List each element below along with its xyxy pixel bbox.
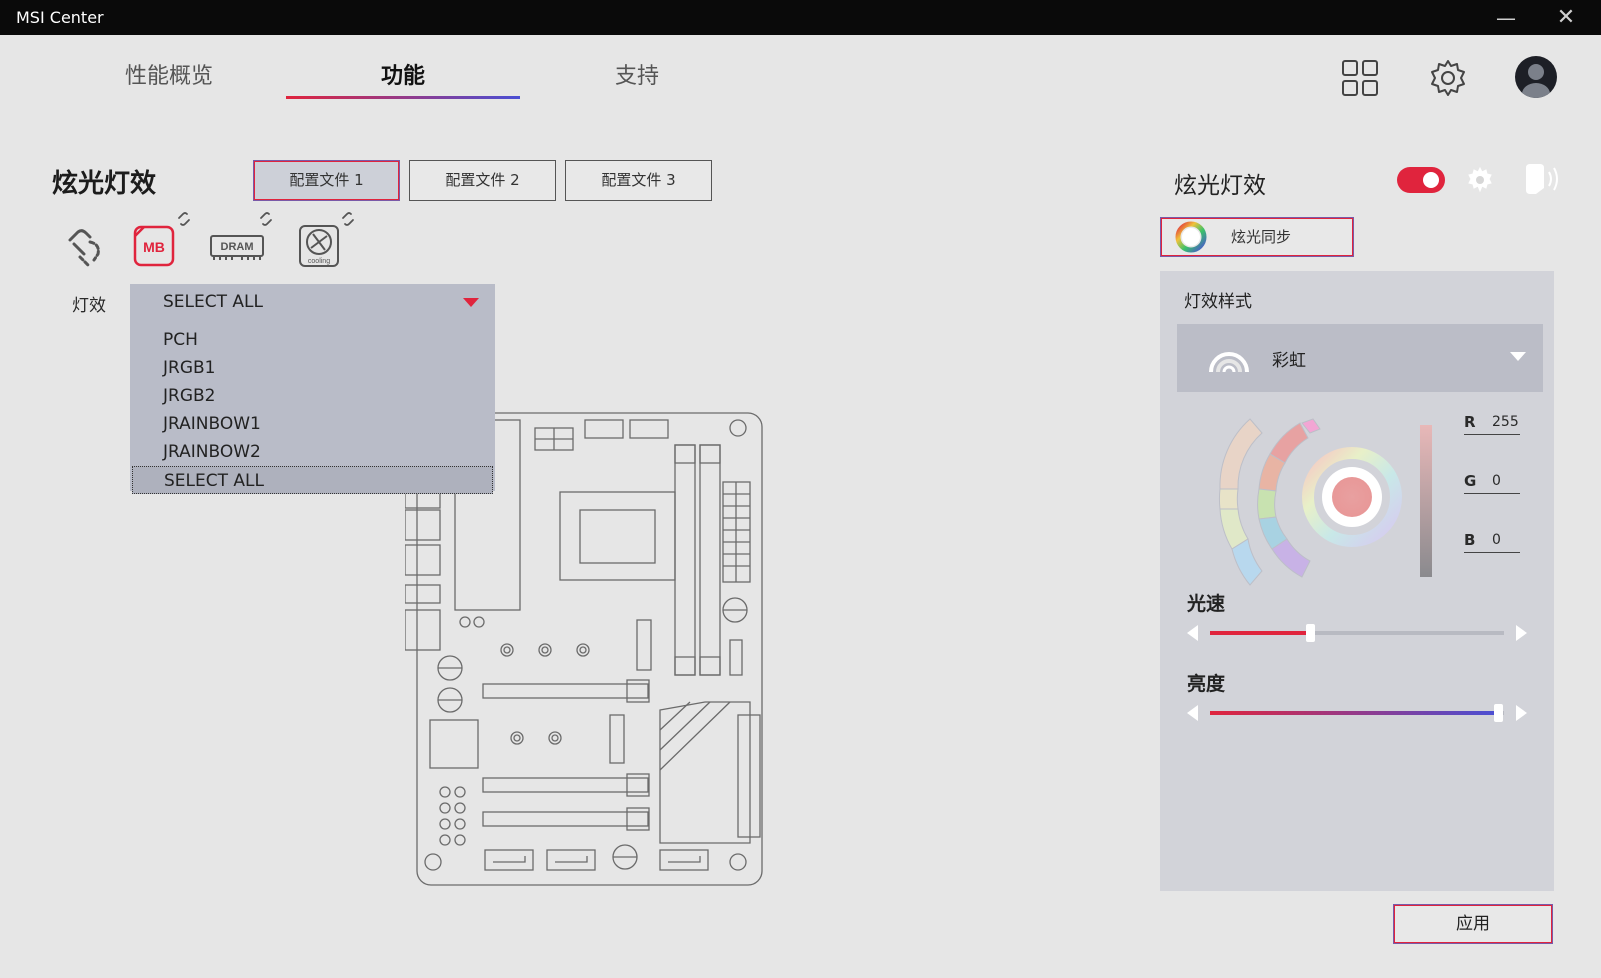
mystic-light-sync-button[interactable]: 炫光同步 [1160, 217, 1354, 257]
sync-label: 炫光同步 [1231, 228, 1292, 246]
r-value: 255 [1492, 414, 1519, 430]
section-title: 炫光灯效 [52, 169, 157, 199]
profile-3-button[interactable]: 配置文件 3 [565, 160, 712, 201]
lighting-settings-gear-icon[interactable] [1466, 166, 1494, 194]
chevron-down-icon [463, 298, 479, 307]
effect-style-value: 彩虹 [1272, 351, 1306, 371]
g-value: 0 [1492, 473, 1501, 489]
brightness-thumb[interactable] [1494, 704, 1503, 722]
lighting-panel-title: 炫光灯效 [1174, 173, 1266, 199]
close-button[interactable]: ✕ [1556, 5, 1576, 30]
brightness-slider[interactable] [1187, 701, 1527, 725]
color-picker[interactable] [1210, 409, 1450, 589]
red-value-field[interactable]: R 255 [1464, 413, 1520, 435]
link-icon[interactable] [338, 210, 358, 230]
dropdown-option-pch[interactable]: PCH [163, 330, 198, 350]
effect-settings-panel: 灯效样式 彩虹 [1160, 271, 1554, 891]
dropdown-option-jrainbow1[interactable]: JRAINBOW1 [163, 414, 261, 434]
window-title: MSI Center [16, 8, 104, 27]
gear-icon[interactable] [1428, 58, 1468, 98]
dropdown-option-jrgb2[interactable]: JRGB2 [163, 386, 216, 406]
grid-icon[interactable] [1340, 58, 1380, 98]
cooling-label: cooling [308, 258, 330, 265]
zone-dropdown-list: PCH JRGB1 JRGB2 JRAINBOW1 JRAINBOW2 SELE… [130, 321, 495, 494]
user-avatar[interactable] [1515, 56, 1557, 98]
active-tab-indicator [286, 96, 520, 99]
brightness-track[interactable] [1210, 704, 1504, 722]
effect-style-select[interactable]: 彩虹 [1177, 324, 1543, 392]
speed-decrease-icon[interactable] [1187, 625, 1198, 641]
dram-icon[interactable]: DRAM [208, 222, 266, 272]
dram-label: DRAM [221, 241, 254, 253]
b-value: 0 [1492, 532, 1501, 548]
effect-label: 灯效 [72, 296, 106, 316]
brightness-increase-icon[interactable] [1516, 705, 1527, 721]
brightness-fill [1210, 711, 1498, 715]
g-label: G [1464, 472, 1477, 490]
tab-support[interactable]: 支持 [614, 64, 659, 89]
lighting-toggle[interactable] [1397, 167, 1445, 193]
speed-track[interactable] [1210, 624, 1504, 642]
apply-button[interactable]: 应用 [1393, 904, 1553, 944]
speaker-icon[interactable] [1522, 162, 1562, 196]
ambient-link-logo-icon [1175, 221, 1207, 253]
title-bar: MSI Center — ✕ [0, 0, 1601, 35]
speed-fill [1210, 631, 1310, 635]
rainbow-icon [1209, 352, 1249, 373]
effect-style-label: 灯效样式 [1184, 292, 1252, 312]
zone-select-value: SELECT ALL [163, 292, 263, 312]
tab-features[interactable]: 功能 [380, 64, 425, 89]
profile-1-button[interactable]: 配置文件 1 [253, 160, 400, 201]
blue-value-field[interactable]: B 0 [1464, 531, 1520, 553]
dropdown-option-jrainbow2[interactable]: JRAINBOW2 [163, 442, 261, 462]
minimize-button[interactable]: — [1496, 6, 1516, 30]
link-all-icon[interactable] [60, 222, 110, 272]
zone-select[interactable]: SELECT ALL [130, 284, 495, 321]
dropdown-option-jrgb1[interactable]: JRGB1 [163, 358, 216, 378]
speed-label: 光速 [1187, 593, 1226, 615]
tab-performance-overview[interactable]: 性能概览 [124, 64, 213, 89]
cooling-fan-icon[interactable]: cooling [296, 222, 346, 272]
chevron-down-icon [1510, 352, 1526, 361]
link-icon[interactable] [256, 210, 276, 230]
dropdown-option-select-all[interactable]: SELECT ALL [132, 466, 493, 494]
profile-2-button[interactable]: 配置文件 2 [409, 160, 556, 201]
brightness-decrease-icon[interactable] [1187, 705, 1198, 721]
brightness-label: 亮度 [1187, 673, 1226, 695]
link-icon[interactable] [174, 210, 194, 230]
speed-thumb[interactable] [1306, 624, 1315, 642]
motherboard-icon[interactable]: MB [130, 222, 180, 272]
speed-increase-icon[interactable] [1516, 625, 1527, 641]
b-label: B [1464, 531, 1476, 549]
mb-label: MB [143, 239, 165, 255]
speed-slider[interactable] [1187, 621, 1527, 645]
green-value-field[interactable]: G 0 [1464, 472, 1520, 494]
r-label: R [1464, 413, 1476, 431]
